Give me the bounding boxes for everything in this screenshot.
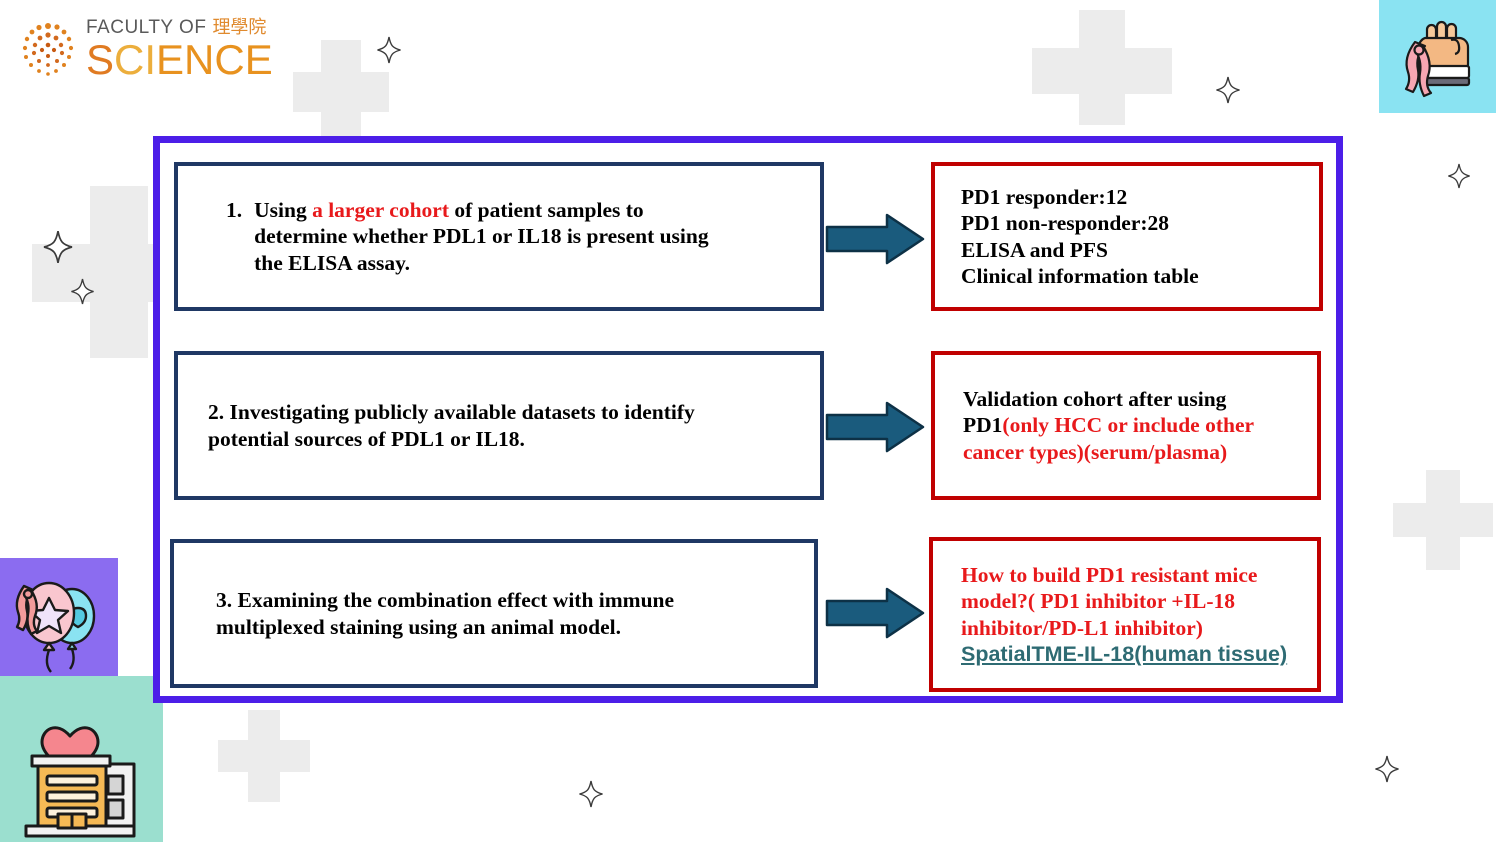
arrow-right-icon-3 — [825, 587, 925, 639]
outcome-1-line-4: Clinical information table — [961, 263, 1199, 288]
arrow-right-icon-1 — [825, 213, 925, 265]
outcome-1-line-2: PD1 non-responder:28 — [961, 211, 1170, 236]
outcome-3-line-1: How to build PD1 resistant mice — [961, 562, 1258, 587]
objective-box-3: 3. Examining the combination effect with… — [170, 539, 818, 688]
content-frame: 1. Using a larger cohort of patient samp… — [153, 136, 1343, 703]
sparkle-icon-2 — [1216, 76, 1240, 104]
logo-science-text: SCIENCE — [86, 39, 273, 81]
hospital-heart-icon — [0, 676, 163, 842]
objective-2-line-2: potential sources of PDL1 or IL18. — [208, 426, 525, 451]
outcome-3-line-3: inhibitor/PD-L1 inhibitor) — [961, 615, 1203, 640]
decorative-cross-2 — [1032, 10, 1172, 125]
decorative-cross-4 — [218, 710, 310, 802]
objective-1-number: 1. — [226, 197, 243, 222]
outcome-2-line-3: cancer types)(serum/plasma) — [963, 439, 1228, 464]
outcome-box-2: Validation cohort after using PD1(only H… — [931, 351, 1321, 500]
spatialtme-link[interactable]: SpatialTME-IL-18(human tissue) — [961, 641, 1288, 666]
objective-2-line-1: 2. Investigating publicly available data… — [208, 400, 695, 425]
sparkle-icon-7 — [1375, 755, 1399, 783]
objective-3-line-1: 3. Examining the combination effect with… — [216, 588, 675, 613]
objective-1-text: Using a larger cohort of patient samples… — [254, 197, 709, 275]
outcome-2-line-2b: (only HCC or include other — [1002, 413, 1255, 438]
sparkle-icon-3 — [1448, 163, 1470, 189]
outcome-1-line-1: PD1 responder:12 — [961, 184, 1128, 209]
objective-box-2: 2. Investigating publicly available data… — [174, 351, 824, 500]
logo-faculty-text: FACULTY OF — [86, 17, 207, 38]
outcome-box-1: PD1 responder:12 PD1 non-responder:28 EL… — [931, 162, 1323, 311]
logo-science-ci: CI — [114, 36, 157, 83]
outcome-box-3: How to build PD1 resistant mice model?( … — [929, 537, 1321, 692]
objective-box-1: 1. Using a larger cohort of patient samp… — [174, 162, 824, 311]
sparkle-icon-4 — [43, 231, 73, 263]
sparkle-icon-1 — [377, 36, 401, 64]
decorative-cross-3 — [1393, 470, 1493, 570]
outcome-1-line-3: ELISA and PFS — [961, 237, 1108, 262]
sparkle-icon-5 — [71, 278, 94, 305]
arrow-right-icon-2 — [825, 401, 925, 453]
objective-3-line-2: multiplexed staining using an animal mod… — [216, 614, 621, 639]
fist-ribbon-icon — [1379, 0, 1496, 113]
outcome-2-line-1: Validation cohort after using — [963, 386, 1227, 411]
logo-science-s: S — [86, 36, 115, 83]
logo-swirl-icon — [22, 23, 74, 76]
outcome-2-line-2a: PD1 — [963, 413, 1003, 438]
logo-science-ence: ENCE — [156, 36, 273, 83]
logo-chinese-text: 理學院 — [212, 17, 267, 38]
sparkle-icon-6 — [579, 780, 603, 808]
decorative-cross-1 — [293, 40, 389, 144]
highlight-larger-cohort: a larger cohort — [312, 197, 449, 222]
balloons-ribbon-icon — [0, 558, 118, 676]
outcome-3-line-2: model?( PD1 inhibitor +IL-18 — [961, 589, 1236, 614]
